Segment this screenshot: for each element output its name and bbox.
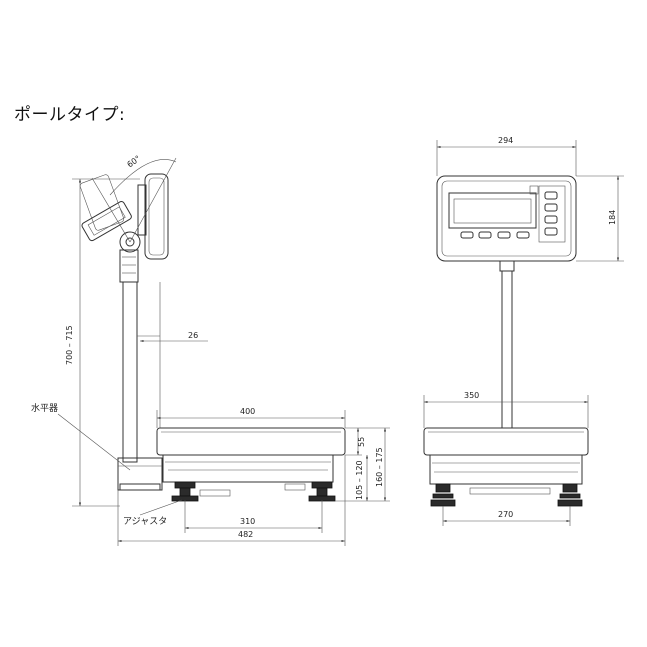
front-button-2 xyxy=(478,231,492,239)
side-view: 60° 700 – 715 26 400 310 482 55 105 – xyxy=(31,154,390,546)
front-foot-left xyxy=(435,483,451,493)
dim-platter-height: 55 xyxy=(357,437,366,447)
page-title: ポールタイプ: xyxy=(14,105,126,125)
front-button-4 xyxy=(516,231,530,239)
dim-height: 700 – 715 xyxy=(65,325,74,365)
front-platter xyxy=(423,427,589,456)
tilted-indicator xyxy=(81,201,132,242)
side-platter xyxy=(156,427,346,456)
side-foot-right xyxy=(311,481,333,489)
front-pole xyxy=(501,270,513,429)
dim-display-height: 184 xyxy=(608,210,617,225)
dim-base-height: 105 – 120 xyxy=(355,460,364,500)
dim-feet-span: 270 xyxy=(498,510,513,519)
dim-overall-depth: 482 xyxy=(238,530,253,539)
side-pole xyxy=(122,281,138,463)
label-adjuster-foot: アジャスタ xyxy=(123,516,167,527)
label-level: 水平器 xyxy=(31,402,58,414)
pivot-joint xyxy=(119,231,141,253)
side-indicator-head xyxy=(144,173,169,260)
front-foot-right xyxy=(562,483,578,493)
side-button-1 xyxy=(544,191,558,200)
dim-base-depth: 310 xyxy=(240,517,255,526)
display-window xyxy=(448,192,537,229)
dim-pole-offset: 26 xyxy=(188,331,198,340)
front-button-3 xyxy=(497,231,511,239)
dim-angle: 60° xyxy=(125,154,142,170)
dim-display-width: 294 xyxy=(498,136,513,145)
side-foot-left xyxy=(174,481,196,489)
dim-platform-width: 350 xyxy=(464,391,479,400)
front-button-1 xyxy=(460,231,474,239)
dim-platform-depth: 400 xyxy=(240,407,255,416)
side-button-2 xyxy=(544,203,558,212)
side-button-4 xyxy=(544,227,558,236)
dim-total-height: 160 – 175 xyxy=(375,447,384,487)
side-button-3 xyxy=(544,215,558,224)
front-view: 294 184 350 270 xyxy=(423,136,624,526)
front-indicator-head xyxy=(436,175,577,262)
